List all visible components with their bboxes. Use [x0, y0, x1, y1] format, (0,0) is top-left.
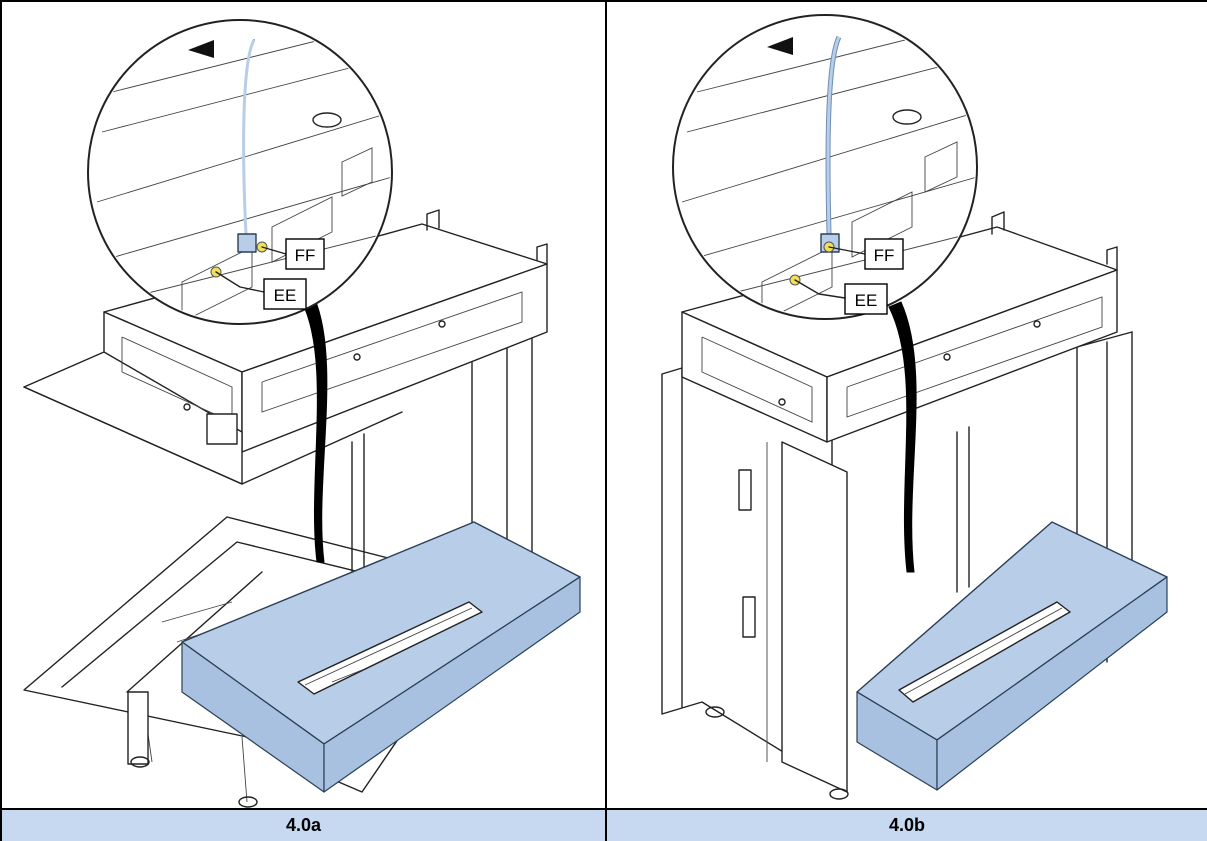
leader-ee-b — [794, 279, 846, 299]
label-ee: EE — [274, 286, 297, 305]
label-ee-b: EE — [855, 291, 878, 310]
caption-divider — [2, 808, 1207, 810]
label-box-ee-b — [844, 283, 888, 315]
top-housing-b — [681, 211, 1118, 443]
connector-plug — [237, 233, 257, 253]
label-ff-b: FF — [874, 246, 895, 265]
drawing-4-0b: FF EE — [661, 14, 1168, 800]
leader-ff-b — [828, 246, 866, 255]
detail-magnifier: FF EE — [87, 19, 393, 325]
direction-arrow-icon — [188, 40, 214, 58]
leader-ee — [215, 271, 265, 293]
label-ff: FF — [295, 246, 316, 265]
blue-tray[interactable] — [181, 521, 581, 793]
detail-magnifier-b: FF EE — [672, 14, 978, 320]
label-box-ff-b — [864, 238, 904, 270]
caption-4-0b: 4.0b — [607, 810, 1207, 841]
direction-arrow-icon-b — [767, 37, 793, 55]
label-box-ee — [263, 278, 307, 310]
callout-lead-b — [888, 301, 917, 573]
panel-4-0a: FF EE — [2, 2, 605, 808]
blue-tray-b[interactable] — [856, 521, 1168, 791]
caption-4-0a: 4.0a — [2, 810, 605, 841]
label-box-ff — [285, 238, 325, 270]
callout-lead — [301, 296, 328, 563]
drawing-4-0a: FF EE — [23, 19, 581, 808]
panel-4-0b: FF EE — [607, 2, 1207, 808]
column-divider — [605, 2, 607, 841]
side-door-panel — [661, 361, 848, 793]
leader-ff — [261, 246, 287, 255]
